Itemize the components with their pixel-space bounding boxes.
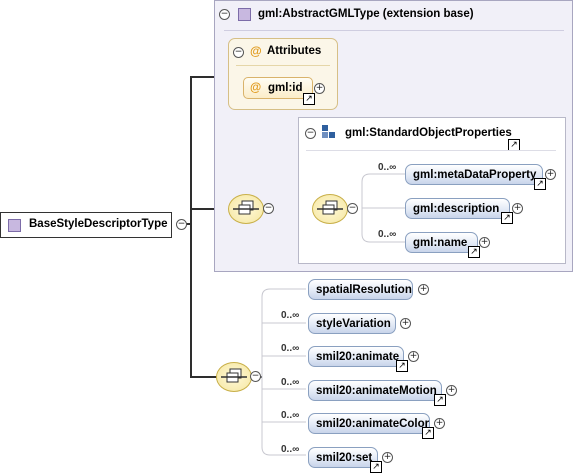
expand-icon[interactable]: + [479, 237, 490, 248]
attribute-label: gml:id [268, 82, 303, 94]
reference-icon[interactable]: ↗ [396, 360, 408, 372]
element-gml-description[interactable]: gml:description [405, 198, 510, 219]
reference-icon[interactable]: ↗ [303, 93, 315, 105]
element-label: gml:description [413, 203, 500, 215]
attributes-label: Attributes [267, 45, 322, 57]
reference-icon[interactable]: ↗ [370, 461, 382, 473]
expand-icon[interactable]: + [418, 284, 429, 295]
occurrence-label: 0..∞ [378, 229, 397, 240]
group-icon [322, 125, 335, 138]
element-label: gml:metaDataProperty [413, 169, 537, 181]
element-gml-metadataproperty[interactable]: gml:metaDataProperty [405, 164, 543, 185]
element-smil20-set[interactable]: smil20:set [308, 447, 378, 468]
sequence-compositor[interactable] [228, 194, 264, 224]
sequence-icon [317, 200, 343, 215]
expand-icon[interactable]: + [382, 452, 393, 463]
reference-icon[interactable]: ↗ [468, 246, 480, 258]
element-smil20-animatecolor[interactable]: smil20:animateColor [308, 413, 430, 434]
connector [190, 376, 218, 378]
complex-type-icon [8, 219, 21, 232]
connector [190, 76, 230, 78]
root-label: BaseStyleDescriptorType [29, 218, 168, 230]
occurrence-label: 0..∞ [281, 444, 300, 455]
element-label: gml:name [413, 237, 468, 249]
element-label: smil20:set [316, 452, 373, 464]
connector [190, 208, 230, 210]
element-label: spatialResolution [316, 284, 412, 296]
reference-icon[interactable]: ↗ [501, 212, 513, 224]
occurrence-label: 0..∞ [281, 310, 300, 321]
sequence-bracket [261, 288, 306, 456]
sequence-compositor[interactable] [312, 194, 348, 224]
occurrence-label: 0..∞ [378, 162, 397, 173]
element-spatialresolution[interactable]: spatialResolution [308, 279, 413, 300]
collapse-icon[interactable]: − [263, 203, 274, 214]
element-label: styleVariation [316, 318, 391, 330]
element-gml-name[interactable]: gml:name [405, 232, 478, 253]
expand-icon[interactable]: + [408, 351, 419, 362]
expand-icon[interactable]: + [545, 169, 556, 180]
element-label: smil20:animate [316, 351, 400, 363]
occurrence-label: 0..∞ [281, 343, 300, 354]
divider [224, 30, 564, 31]
collapse-icon[interactable]: − [219, 9, 230, 20]
element-label: smil20:animateMotion [316, 385, 437, 397]
attribute-icon: @ [250, 44, 262, 58]
reference-icon[interactable]: ↗ [434, 394, 446, 406]
attribute-icon: @ [250, 82, 262, 94]
divider [306, 150, 556, 151]
connector [185, 223, 191, 225]
sequence-compositor[interactable] [216, 362, 252, 392]
element-smil20-animatemotion[interactable]: smil20:animateMotion [308, 380, 442, 401]
expand-icon[interactable]: + [434, 418, 445, 429]
occurrence-label: 0..∞ [281, 410, 300, 421]
group-label: gml:StandardObjectProperties [345, 127, 512, 139]
extension-base-label: gml:AbstractGMLType (extension base) [258, 8, 474, 20]
occurrence-label: 0..∞ [281, 377, 300, 388]
expand-icon[interactable]: + [314, 83, 325, 94]
expand-icon[interactable]: + [512, 203, 523, 214]
collapse-icon[interactable]: − [233, 47, 244, 58]
collapse-icon[interactable]: − [250, 371, 261, 382]
element-stylevariation[interactable]: styleVariation [308, 313, 396, 334]
reference-icon[interactable]: ↗ [422, 427, 434, 439]
element-smil20-animate[interactable]: smil20:animate [308, 346, 404, 367]
expand-icon[interactable]: + [400, 318, 411, 329]
attribute-gml-id[interactable]: @ gml:id [243, 77, 313, 99]
collapse-icon[interactable]: − [347, 203, 358, 214]
sequence-icon [221, 368, 247, 383]
connector [190, 76, 192, 376]
sequence-icon [233, 200, 259, 215]
element-label: smil20:animateColor [316, 418, 430, 430]
root-element[interactable]: BaseStyleDescriptorType [0, 212, 172, 238]
collapse-icon[interactable]: − [305, 128, 316, 139]
sequence-bracket [361, 173, 406, 243]
reference-icon[interactable]: ↗ [534, 178, 546, 190]
collapse-icon[interactable]: − [176, 219, 187, 230]
divider [236, 65, 330, 66]
complex-type-icon [238, 8, 251, 21]
expand-icon[interactable]: + [446, 385, 457, 396]
